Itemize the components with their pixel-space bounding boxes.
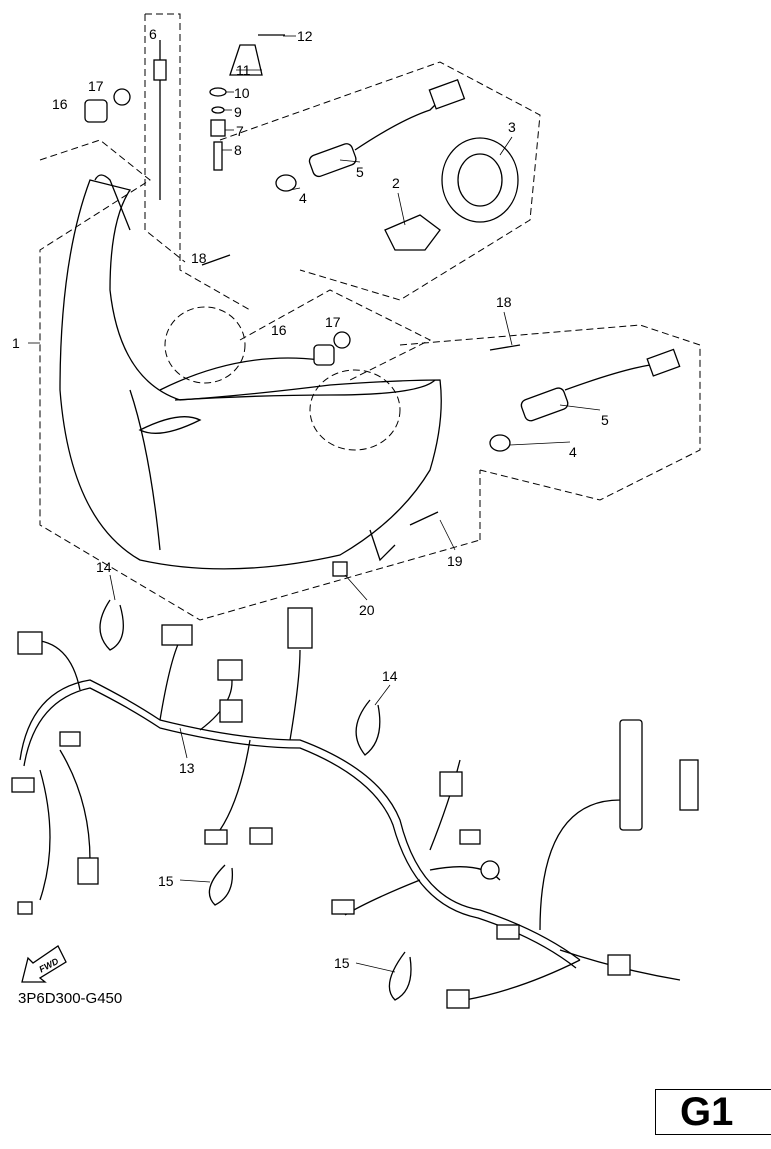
callout-18: 18 [191,250,207,266]
callout-3: 3 [508,119,516,135]
callout-5: 5 [356,164,364,180]
callout-15: 15 [334,955,350,971]
callout-18: 18 [496,294,512,310]
callout-7: 7 [236,123,244,139]
callout-15: 15 [158,873,174,889]
callout-5: 5 [601,412,609,428]
group-outline-headlight [39,13,701,621]
callout-17: 17 [325,314,341,330]
fwd-arrow-icon: FWD [21,945,67,983]
page-id-box: G1 [655,1089,771,1135]
upper-bulb-parts [275,78,519,251]
callout-14: 14 [96,559,112,575]
callout-9: 9 [234,104,242,120]
wire-harness [11,599,699,1009]
callout-14: 14 [382,668,398,684]
callout-13: 13 [179,760,195,776]
callout-8: 8 [234,142,242,158]
callout-19: 19 [447,553,463,569]
diagram-code: 3P6D300-G450 [18,990,123,1007]
leader-lines [28,35,601,973]
callout-2: 2 [392,175,400,191]
callout-20: 20 [359,602,375,618]
callout-11: 11 [236,62,251,78]
callout-numbers: 1 2 3 4 4 5 5 6 7 8 9 10 11 12 13 14 14 … [12,26,609,971]
callout-16: 16 [271,322,287,338]
lower-bulb-parts [489,348,681,452]
callout-10: 10 [234,85,250,101]
callout-16: 16 [52,96,68,112]
callout-12: 12 [297,28,313,44]
callout-4: 4 [299,190,307,206]
callout-6: 6 [149,26,157,42]
callout-4: 4 [569,444,577,460]
small-hardware [84,34,521,577]
headlight-assembly [59,174,442,570]
callout-1: 1 [12,335,20,351]
callout-17: 17 [88,78,104,94]
